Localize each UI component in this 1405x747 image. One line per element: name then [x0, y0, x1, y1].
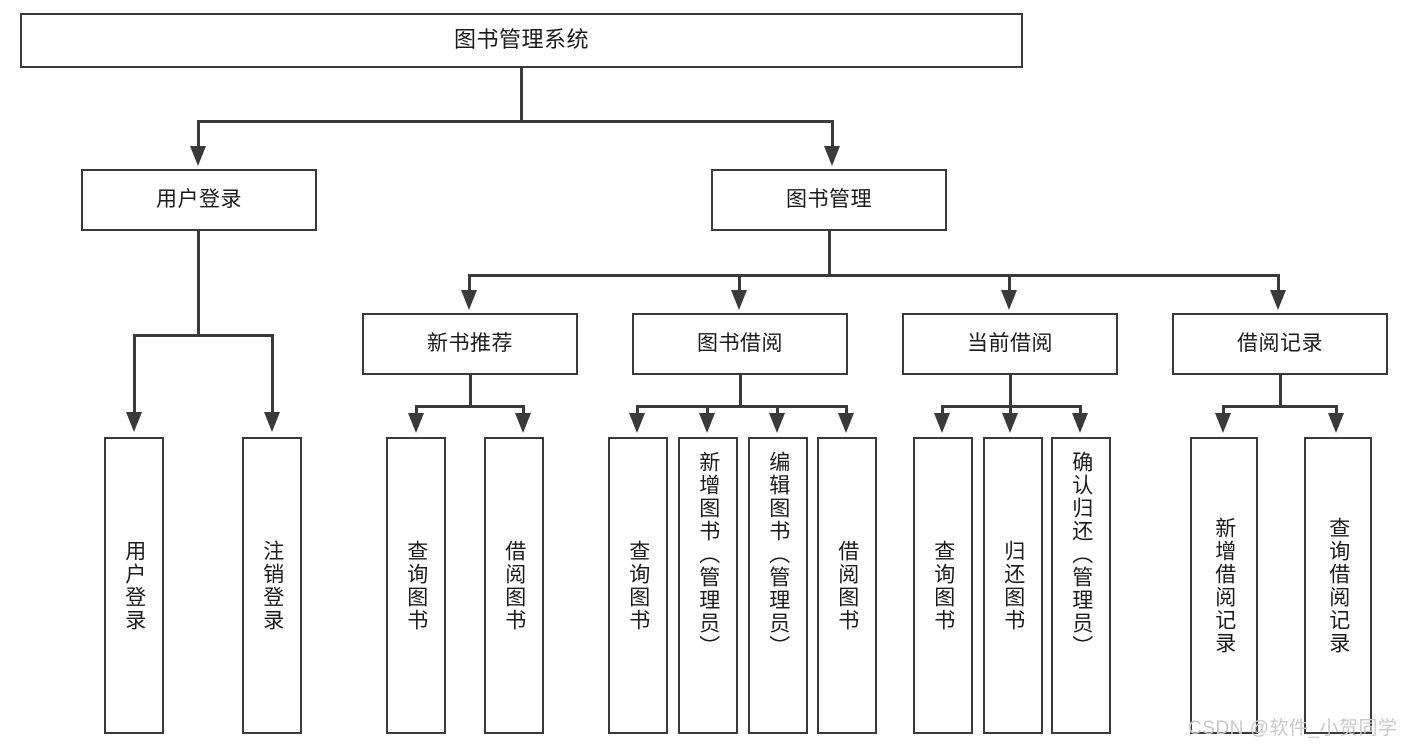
edge-new-book-rec-split-bar: [415, 405, 525, 408]
edge-user-login-branch-2: [271, 334, 274, 416]
node-label: 查询图书: [931, 539, 955, 632]
node-label: 编辑图书（管理员）: [766, 451, 790, 658]
edge-book-borrow-branch-2: [706, 405, 709, 417]
edge-user-login-split-bar: [133, 334, 274, 337]
node-label: 用户登录: [156, 188, 242, 212]
arrow-to-new-book-rec: [461, 290, 477, 310]
leaf-query-book-1[interactable]: 查询图书: [386, 437, 446, 734]
arrow-to-leaf-user-login: [126, 412, 142, 432]
csdn-watermark: CSDN @软件_小贺同学: [1188, 718, 1398, 739]
leaf-add-record[interactable]: 新增借阅记录: [1190, 437, 1258, 734]
edge-book-borrow-branch-4: [845, 405, 848, 417]
arrow-to-leaf-confirm-return: [1072, 413, 1088, 433]
edge-root-to-book-manage: [831, 120, 834, 150]
edge-book-manage-branch-2: [738, 274, 741, 294]
node-label: 查询图书: [404, 539, 428, 632]
arrow-to-leaf-query-book-2: [629, 413, 645, 433]
node-borrow-record[interactable]: 借阅记录: [1172, 313, 1388, 375]
node-label: 新增图书（管理员）: [696, 451, 720, 658]
arrow-to-user-login: [190, 146, 206, 166]
arrow-to-leaf-return-book: [1002, 413, 1018, 433]
leaf-user-login[interactable]: 用户登录: [104, 437, 164, 734]
node-label: 借阅图书: [835, 539, 859, 632]
edge-user-login-branch-1: [133, 334, 136, 416]
node-new-book-recommendation[interactable]: 新书推荐: [362, 313, 578, 375]
node-label: 归还图书: [1001, 539, 1025, 632]
edge-book-manage-split-bar: [468, 274, 1280, 277]
edge-book-borrow-stem: [739, 375, 742, 407]
arrow-to-leaf-query-book-3: [934, 413, 950, 433]
edge-book-manage-branch-4: [1277, 274, 1280, 294]
leaf-edit-book[interactable]: 编辑图书（管理员）: [748, 437, 808, 734]
edge-new-book-rec-branch-2: [522, 405, 525, 417]
node-current-borrow[interactable]: 当前借阅: [902, 313, 1118, 375]
edge-book-borrow-branch-3: [776, 405, 779, 417]
node-label: 借阅记录: [1237, 332, 1323, 356]
arrow-to-book-manage: [824, 146, 840, 166]
node-root-book-management-system[interactable]: 图书管理系统: [20, 13, 1023, 68]
edge-borrow-record-stem: [1279, 375, 1282, 407]
node-user-login[interactable]: 用户登录: [81, 169, 317, 231]
edge-book-manage-stem: [828, 231, 831, 276]
arrow-to-current-borrow: [1001, 290, 1017, 310]
edge-new-book-rec-stem: [469, 375, 472, 407]
node-label: 图书借阅: [697, 332, 783, 356]
arrow-to-leaf-query-record: [1328, 413, 1344, 433]
arrow-to-leaf-edit-book: [769, 413, 785, 433]
node-label: 查询图书: [626, 539, 650, 632]
arrow-to-leaf-user-logout: [264, 412, 280, 432]
edge-root-split-bar: [197, 120, 834, 123]
node-label: 图书管理系统: [453, 27, 589, 53]
node-label: 借阅图书: [502, 539, 526, 632]
edge-new-book-rec-branch-1: [415, 405, 418, 417]
node-label: 新书推荐: [427, 332, 513, 356]
node-label: 用户登录: [122, 539, 146, 632]
edge-current-borrow-branch-2: [1009, 405, 1012, 417]
arrow-to-leaf-add-book: [699, 413, 715, 433]
edge-current-borrow-branch-1: [941, 405, 944, 417]
edge-root-stem: [520, 68, 523, 121]
arrow-to-leaf-query-book-1: [408, 413, 424, 433]
leaf-user-logout[interactable]: 注销登录: [242, 437, 302, 734]
edge-current-borrow-branch-3: [1079, 405, 1082, 417]
leaf-confirm-return[interactable]: 确认归还（管理员）: [1051, 437, 1111, 734]
edge-root-to-user-login: [197, 120, 200, 150]
leaf-query-book-3[interactable]: 查询图书: [913, 437, 973, 734]
edge-borrow-record-branch-1: [1222, 405, 1225, 417]
edge-user-login-stem: [197, 231, 200, 335]
arrow-to-leaf-borrow-book-1: [515, 413, 531, 433]
arrow-to-leaf-add-record: [1215, 413, 1231, 433]
arrow-to-borrow-record: [1270, 290, 1286, 310]
node-label: 新增借阅记录: [1212, 516, 1236, 655]
arrow-to-leaf-borrow-book-2: [838, 413, 854, 433]
arrow-to-book-borrow: [731, 290, 747, 310]
node-label: 确认归还（管理员）: [1069, 451, 1093, 658]
edge-book-borrow-split-bar: [636, 405, 847, 408]
edge-borrow-record-split-bar: [1222, 405, 1338, 408]
edge-current-borrow-stem: [1009, 375, 1012, 407]
edge-book-manage-branch-3: [1008, 274, 1011, 294]
edge-book-borrow-branch-1: [636, 405, 639, 417]
edge-book-manage-branch-1: [468, 274, 471, 294]
leaf-query-book-2[interactable]: 查询图书: [608, 437, 668, 734]
leaf-query-record[interactable]: 查询借阅记录: [1304, 437, 1372, 734]
leaf-borrow-book-1[interactable]: 借阅图书: [484, 437, 544, 734]
node-label: 图书管理: [786, 188, 872, 212]
node-book-management[interactable]: 图书管理: [711, 169, 947, 231]
edge-borrow-record-branch-2: [1335, 405, 1338, 417]
node-book-borrow[interactable]: 图书借阅: [632, 313, 848, 375]
leaf-return-book[interactable]: 归还图书: [983, 437, 1043, 734]
node-label: 查询借阅记录: [1326, 516, 1350, 655]
leaf-add-book[interactable]: 新增图书（管理员）: [678, 437, 738, 734]
node-label: 注销登录: [260, 539, 284, 632]
node-label: 当前借阅: [967, 332, 1053, 356]
leaf-borrow-book-2[interactable]: 借阅图书: [817, 437, 877, 734]
